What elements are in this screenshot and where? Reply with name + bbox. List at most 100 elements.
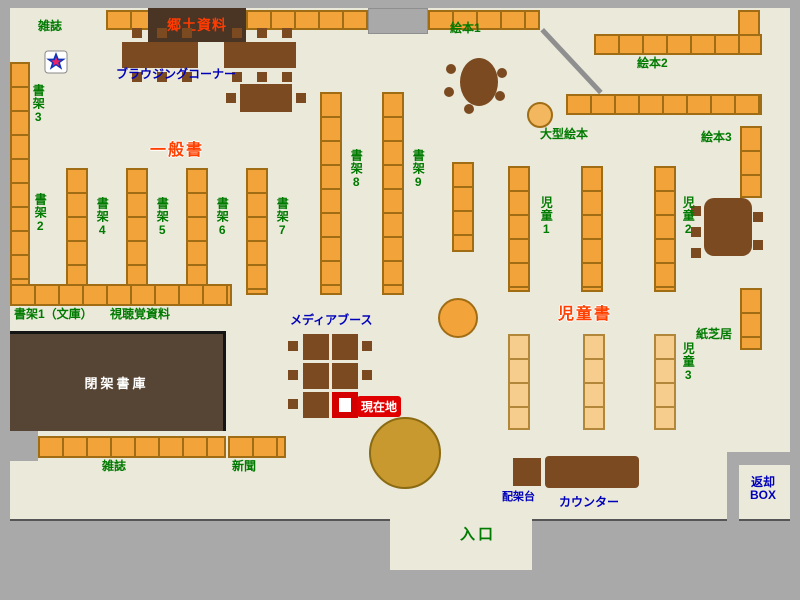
browsing-corner-label: ブラウジングコーナー	[116, 67, 237, 81]
chair	[288, 341, 298, 351]
chair	[182, 28, 192, 38]
magazine-bottom-shelf	[38, 436, 226, 458]
chair	[296, 93, 306, 103]
bottom-left-wall-block	[10, 519, 390, 570]
shelf9-label: 書架9	[411, 149, 426, 190]
chair	[226, 93, 236, 103]
media-booth-4	[332, 363, 358, 389]
top-shelf-center	[246, 10, 368, 30]
counter-label: カウンター	[559, 495, 620, 509]
shelf8-label: 書架8	[349, 149, 364, 190]
entrance-pillar-circle	[369, 417, 441, 489]
local-materials-label: 郷土資料	[167, 17, 227, 33]
magazines-top-label: 雑誌	[38, 19, 63, 33]
browsing-table-2	[224, 42, 296, 68]
shelf9-rect	[382, 92, 404, 295]
shelf2-label: 書架2	[33, 193, 48, 234]
audio-visual-label: 視聴覚資料	[110, 307, 171, 321]
shelf8-rect	[320, 92, 342, 295]
top-shelf-picturebook1	[428, 10, 540, 30]
media-booth-3	[303, 363, 329, 389]
children-books-label: 児童書	[558, 306, 613, 323]
shelving-stand-desk	[513, 458, 541, 486]
picturebook2-label: 絵本2	[637, 56, 668, 70]
kamishibai-label: 紙芝居	[696, 327, 733, 341]
current-location-badge: 現在地	[357, 396, 402, 417]
children1-shelf-a	[508, 166, 530, 292]
chair	[288, 399, 298, 409]
media-booth-current-inner	[339, 398, 351, 412]
newspapers-label: 新聞	[232, 459, 257, 473]
chair	[691, 206, 701, 216]
chair	[282, 28, 292, 38]
shelf6-rect	[246, 168, 268, 295]
children2-label: 児童2	[681, 196, 696, 237]
chair	[257, 72, 267, 82]
general-books-label: 一般書	[150, 142, 205, 159]
return-box-wall-top	[727, 452, 790, 465]
large-picturebooks-label: 大型絵本	[540, 127, 589, 141]
chair	[444, 87, 454, 97]
picturebook3-shelf	[566, 94, 762, 115]
media-booth-2	[332, 334, 358, 360]
return-box-label: 返却BOX	[749, 475, 776, 503]
shelf6-label: 書架6	[215, 197, 230, 238]
browsing-table-3	[240, 84, 292, 112]
children3-label: 児童3	[681, 342, 696, 383]
chair	[691, 227, 701, 237]
shelf4-rect	[126, 168, 148, 295]
chair	[132, 72, 142, 82]
children1-shelf-b	[581, 166, 603, 292]
chair	[753, 240, 763, 250]
chair	[182, 72, 192, 82]
magazines-bottom-label: 雑誌	[102, 459, 127, 473]
chair	[282, 72, 292, 82]
chair	[464, 104, 474, 114]
right-wall-shelf-upper	[740, 126, 762, 198]
shelf5-rect	[186, 168, 208, 295]
center-pillar-circle	[438, 298, 478, 338]
chair	[495, 91, 505, 101]
chair	[362, 341, 372, 351]
chair	[691, 248, 701, 258]
children2-table	[704, 198, 752, 256]
chair	[232, 28, 242, 38]
picturebook3-label: 絵本3	[701, 130, 732, 144]
left-wall-shelf	[10, 62, 30, 292]
media-booth-1	[303, 334, 329, 360]
right-wall-shelf-lower	[740, 288, 762, 350]
bunko-av-shelf	[10, 284, 232, 306]
shelf4-label: 書架4	[95, 197, 110, 238]
closed-stacks-room: 閉架書庫	[10, 331, 226, 431]
shelving-stand-label: 配架台	[502, 491, 535, 503]
left-lower-pillar	[10, 428, 38, 461]
star-icon	[44, 50, 68, 74]
closed-stacks-label: 閉架書庫	[84, 376, 149, 391]
newspaper-shelf	[228, 436, 286, 458]
picturebook2-shelf	[594, 34, 762, 55]
children-lower-shelf-b	[583, 334, 605, 430]
middle-shelf	[452, 162, 474, 252]
chair	[497, 68, 507, 78]
chair	[157, 28, 167, 38]
bottom-right-wall-block	[532, 519, 790, 570]
chair	[753, 212, 763, 222]
children3-shelf	[654, 334, 676, 430]
large-picturebook-table	[527, 102, 553, 128]
chair	[232, 72, 242, 82]
shelf7-label: 書架7	[275, 197, 290, 238]
shelf1-bunko-label: 書架1（文庫）	[14, 307, 93, 321]
counter-desk	[545, 456, 639, 488]
chair	[257, 28, 267, 38]
picturebook1-label: 絵本1	[450, 21, 481, 35]
media-booth-label: メディアブース	[290, 313, 373, 327]
children-lower-shelf-a	[508, 334, 530, 430]
top-magazine-shelf	[106, 10, 150, 30]
children2-shelf	[654, 166, 676, 292]
picturebook1-table	[460, 58, 498, 106]
chair	[288, 370, 298, 380]
return-box-wall-side	[727, 465, 739, 521]
shelf2-rect	[66, 168, 88, 295]
top-pillar	[368, 8, 428, 34]
